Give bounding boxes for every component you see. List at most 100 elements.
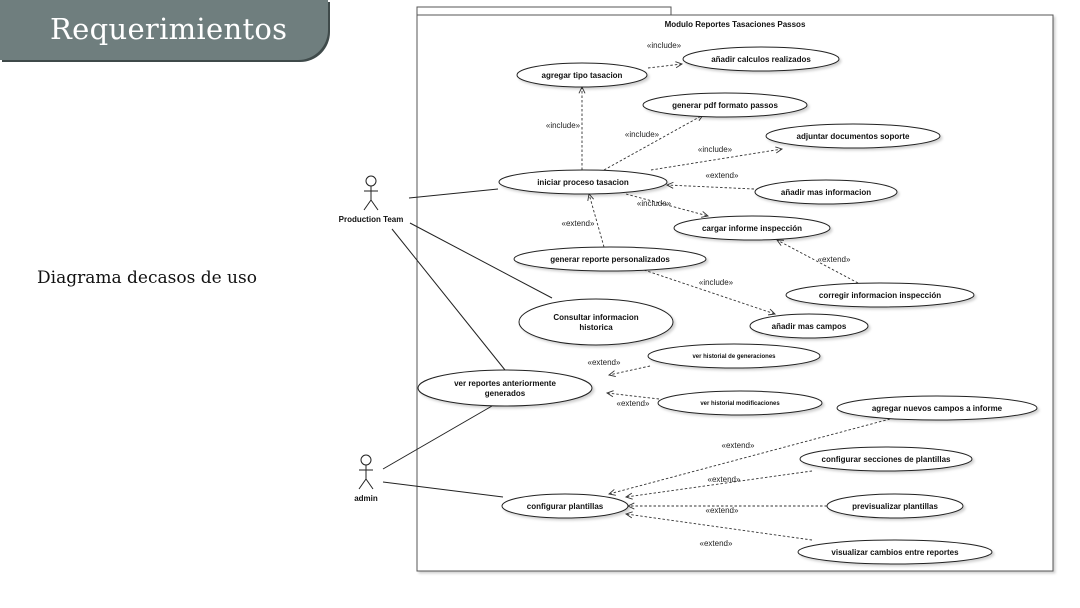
open-arrowhead-icon xyxy=(701,211,709,218)
use-case-ellipse xyxy=(826,493,964,519)
include-relation: «include» xyxy=(650,145,784,171)
open-arrowhead-icon xyxy=(665,181,674,189)
use-case-anadir-info[interactable]: añadir mas informacion xyxy=(754,179,898,205)
slide-title: Requerimientos xyxy=(50,12,288,46)
use-case-anadir-calculos[interactable]: añadir calculos realizados xyxy=(682,46,840,72)
use-case-label: generar reporte personalizados xyxy=(550,255,670,264)
open-arrowhead-icon xyxy=(776,239,785,246)
use-case-label: Consultar informacion xyxy=(553,313,638,322)
use-case-label: ver historial modificaciones xyxy=(700,401,780,407)
stick-figure-icon xyxy=(358,454,374,490)
stereotype-label: «extend» xyxy=(562,219,595,228)
include-relation: «include» xyxy=(643,269,776,316)
stereotype-label: «extend» xyxy=(722,441,755,450)
use-case-adjuntar-docs[interactable]: adjuntar documentos soporte xyxy=(765,123,941,149)
use-case-label: agregar nuevos campos a informe xyxy=(872,404,1003,413)
stereotype-label: «include» xyxy=(647,41,682,50)
use-case-ellipse xyxy=(754,179,898,205)
use-case-ellipse xyxy=(799,446,973,472)
association-production-ver-reportes xyxy=(391,228,506,371)
open-arrowhead-icon xyxy=(624,511,633,519)
association-admin-ver-reportes xyxy=(382,405,493,470)
use-case-ver-historial-mod[interactable]: ver historial modificaciones xyxy=(657,390,823,416)
open-arrowhead-icon xyxy=(605,390,614,398)
stereotype-label: «include» xyxy=(625,130,660,139)
stereotype-label: «include» xyxy=(699,278,734,287)
use-case-ellipse xyxy=(647,343,821,369)
extend-relation: «extend» xyxy=(605,390,660,408)
use-case-label: generados xyxy=(485,389,526,398)
stereotype-label: «extend» xyxy=(708,475,741,484)
stereotype-label: «extend» xyxy=(588,358,621,367)
use-case-iniciar-proceso[interactable]: iniciar proceso tasacion xyxy=(498,169,668,195)
use-case-ellipse xyxy=(642,92,808,118)
use-case-corregir-info[interactable]: corregir informacion inspección xyxy=(785,282,975,308)
use-case-visualizar-cambios[interactable]: visualizar cambios entre reportes xyxy=(797,539,993,565)
use-case-label: añadir mas informacion xyxy=(781,188,871,197)
use-case-previsualizar[interactable]: previsualizar plantillas xyxy=(826,493,964,519)
use-case-label: cargar informe inspección xyxy=(702,224,802,233)
stereotype-label: «include» xyxy=(698,145,733,154)
use-case-label: ver reportes anteriormente xyxy=(454,379,556,388)
use-case-config-secciones[interactable]: configurar secciones de plantillas xyxy=(799,446,973,472)
use-case-label: iniciar proceso tasacion xyxy=(537,178,629,187)
extend-dashed-line xyxy=(608,365,651,376)
title-banner: Requerimientos xyxy=(0,0,328,60)
use-case-label: agregar tipo tasacion xyxy=(542,71,623,80)
include-dashed-line xyxy=(643,269,776,315)
use-case-ellipse xyxy=(417,369,593,407)
use-case-ellipse xyxy=(498,169,668,195)
use-case-label: configurar secciones de plantillas xyxy=(822,455,951,464)
extend-dashed-line xyxy=(666,184,755,190)
open-arrowhead-icon xyxy=(767,308,776,316)
use-case-ellipse xyxy=(749,313,869,339)
use-case-ellipse xyxy=(657,390,823,416)
use-case-label: ver historial de generaciones xyxy=(692,354,776,360)
use-case-label: añadir calculos realizados xyxy=(711,55,811,64)
use-case-ellipse xyxy=(785,282,975,308)
association-production-consultar-info xyxy=(409,222,553,299)
extend-relation: «extend» xyxy=(608,418,891,496)
use-case-ellipse xyxy=(797,539,993,565)
extend-relation: «extend» xyxy=(665,171,755,190)
use-case-agregar-campos-informe[interactable]: agregar nuevos campos a informe xyxy=(836,395,1038,421)
use-case-agregar-tipo[interactable]: agregar tipo tasacion xyxy=(516,62,648,88)
open-arrowhead-icon xyxy=(624,492,633,500)
use-case-ellipse xyxy=(516,62,648,88)
actor-label: admin xyxy=(354,494,378,503)
stereotype-label: «extend» xyxy=(706,171,739,180)
include-dashed-line xyxy=(647,63,683,69)
slide-subtitle: Diagrama decasos de uso xyxy=(37,268,257,288)
use-case-label: visualizar cambios entre reportes xyxy=(831,548,959,557)
include-dashed-line xyxy=(625,193,709,217)
stereotype-label: «extend» xyxy=(706,506,739,515)
use-case-ellipse xyxy=(501,493,629,519)
use-case-generar-reporte[interactable]: generar reporte personalizados xyxy=(513,246,707,272)
use-case-label: configurar plantillas xyxy=(527,502,604,511)
extend-dashed-line xyxy=(588,193,605,248)
use-case-generar-pdf[interactable]: generar pdf formato passos xyxy=(642,92,808,118)
use-case-ellipse xyxy=(513,246,707,272)
use-case-anadir-campos[interactable]: añadir mas campos xyxy=(749,313,869,339)
use-case-ellipse xyxy=(673,215,831,241)
open-arrowhead-icon xyxy=(607,370,616,378)
stereotype-label: «extend» xyxy=(700,539,733,548)
extend-dashed-line xyxy=(608,418,891,495)
use-case-ellipse xyxy=(836,395,1038,421)
stereotype-label: «extend» xyxy=(617,399,650,408)
use-case-cargar-informe[interactable]: cargar informe inspección xyxy=(673,215,831,241)
use-case-config-plantillas[interactable]: configurar plantillas xyxy=(501,493,629,519)
stereotype-label: «include» xyxy=(637,199,672,208)
actor-production[interactable]: Production Team xyxy=(339,175,404,224)
association-admin-config-plantillas xyxy=(382,481,504,498)
stereotype-label: «extend» xyxy=(818,255,851,264)
open-arrowhead-icon xyxy=(675,61,684,69)
actor-admin[interactable]: admin xyxy=(354,454,378,503)
extend-dashed-line xyxy=(776,239,859,284)
use-case-ver-historial-gen[interactable]: ver historial de generaciones xyxy=(647,343,821,369)
use-case-ellipse xyxy=(518,298,674,346)
extend-relation: «extend» xyxy=(588,358,651,378)
use-case-ellipse xyxy=(682,46,840,72)
